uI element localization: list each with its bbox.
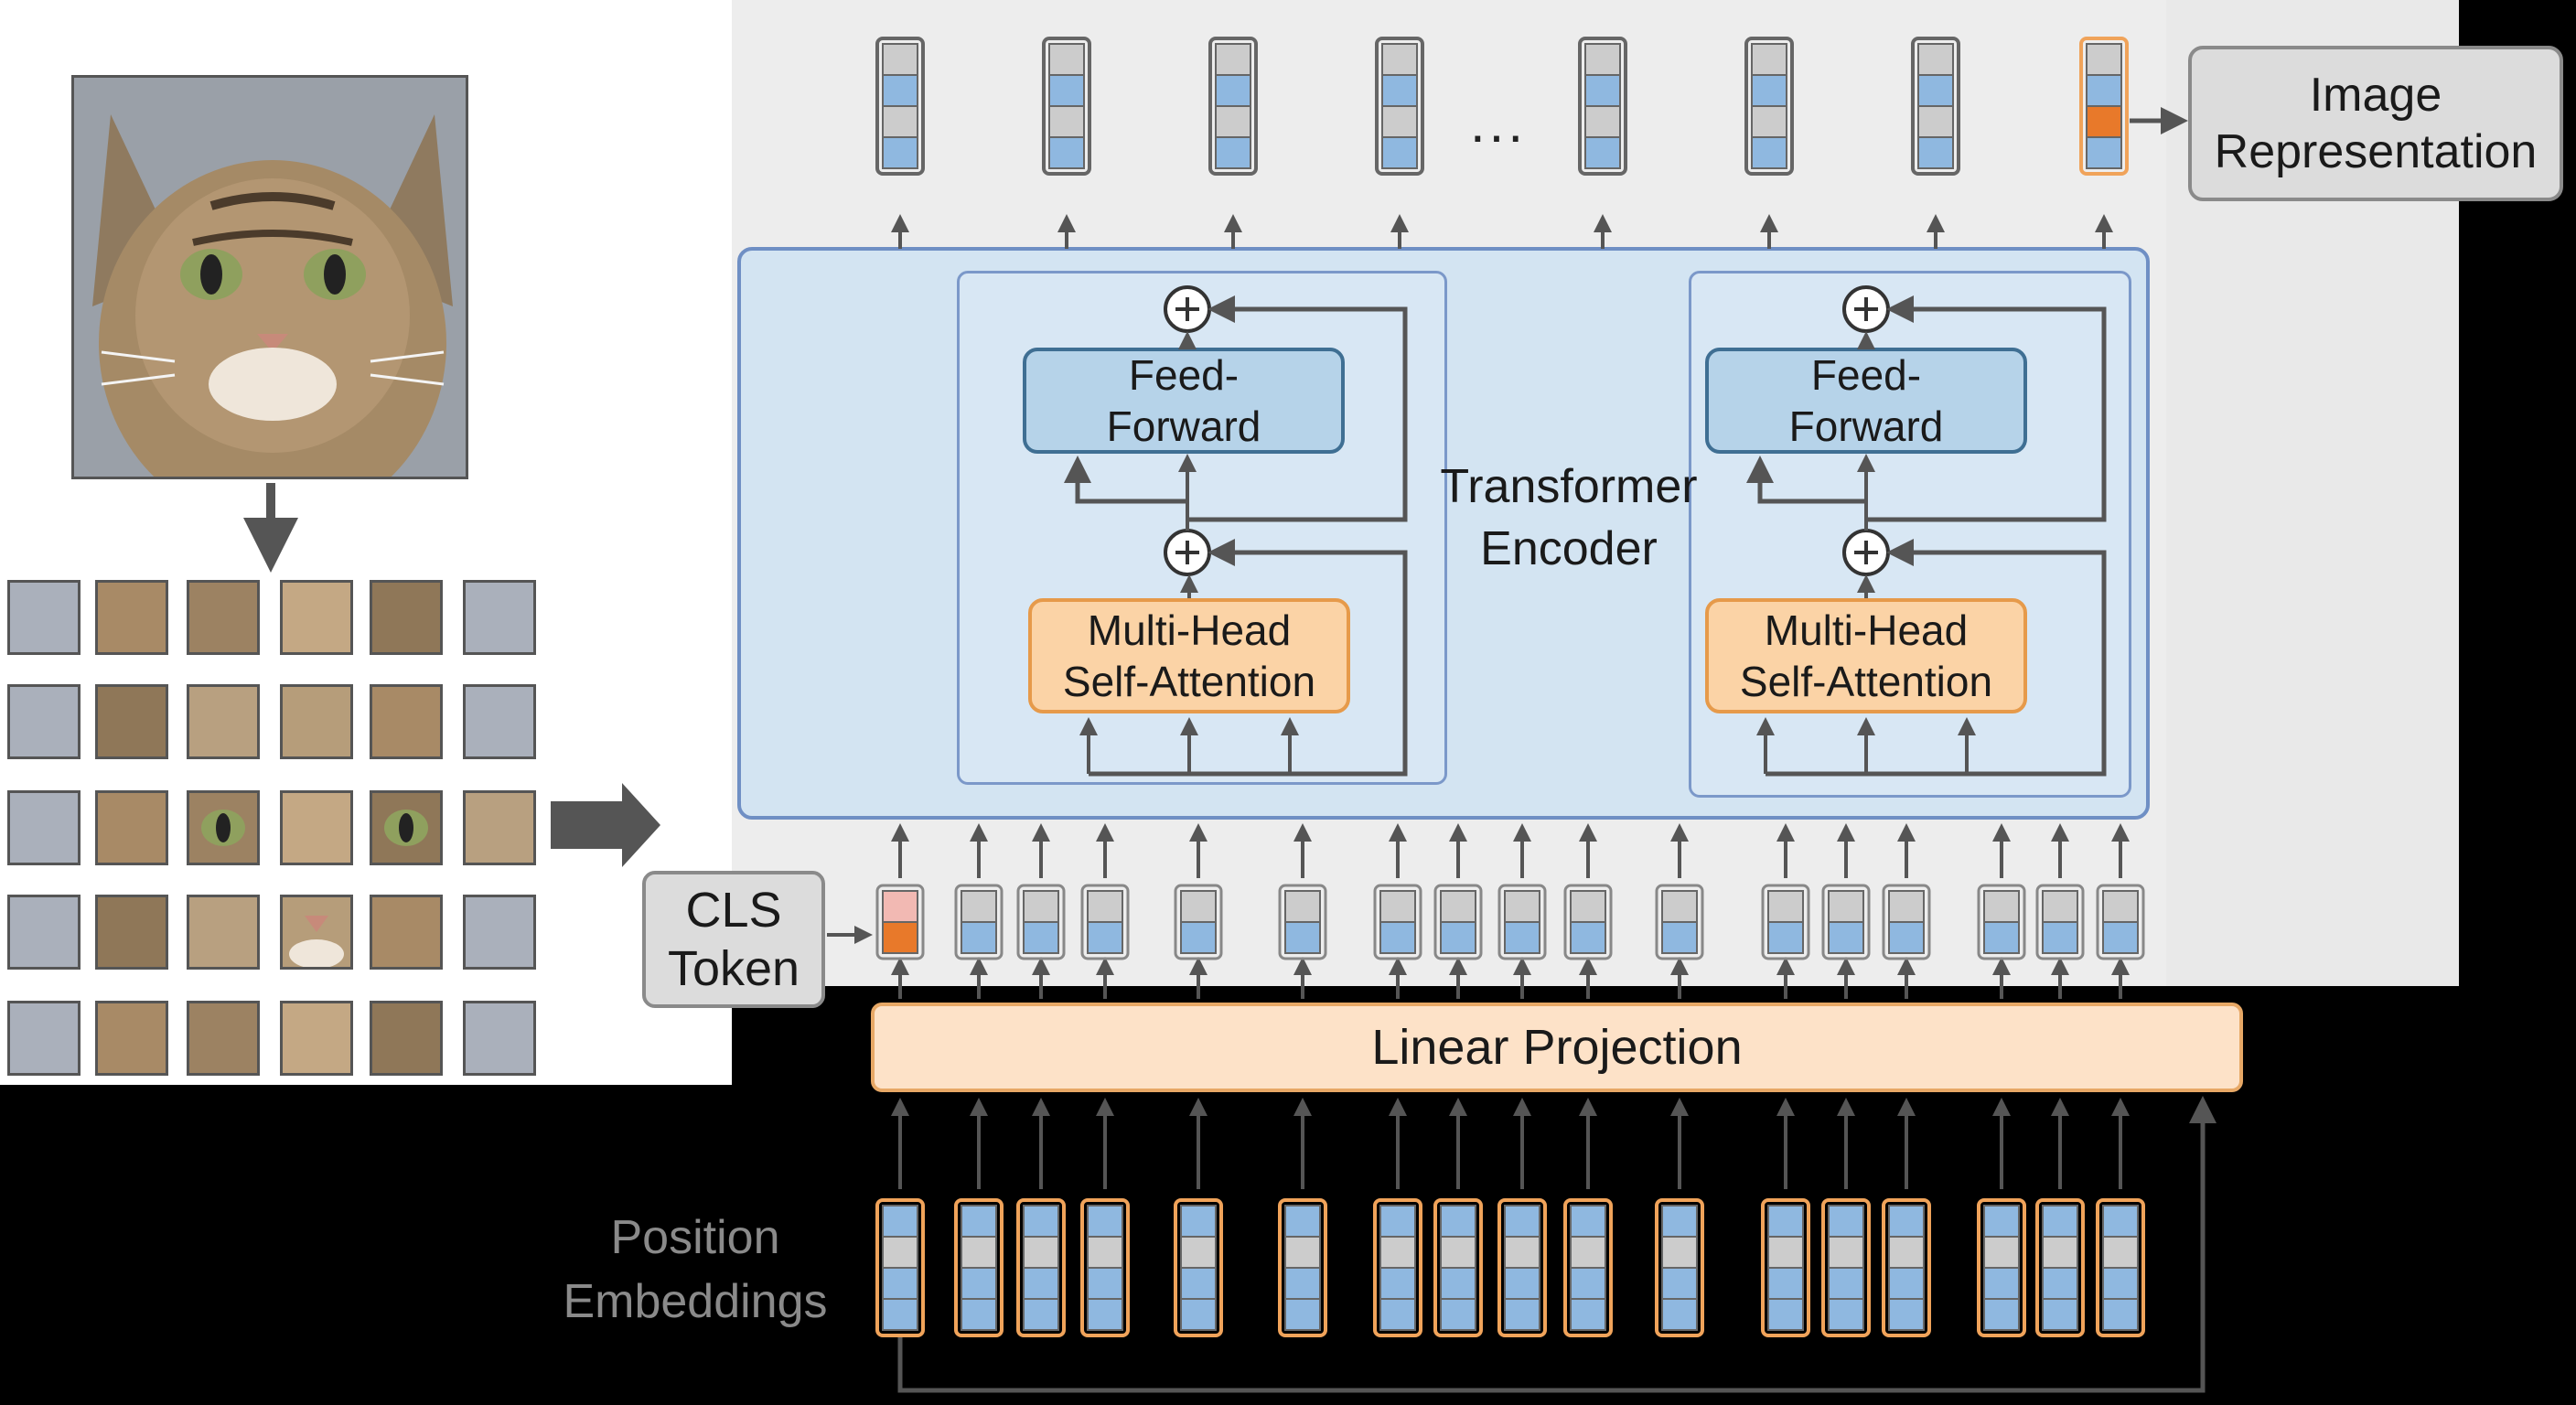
encoder-block-1-add-top: [1164, 285, 1211, 333]
patch-token: [1016, 884, 1066, 960]
mhsa-box-1: Multi-Head Self-Attention: [1028, 598, 1350, 713]
image-patch: [187, 580, 260, 655]
image-patch: [370, 684, 443, 759]
patch-token: [1655, 884, 1704, 960]
arrow-icon: [551, 783, 660, 867]
patch-token: [954, 884, 1004, 960]
image-patch: [463, 1001, 536, 1076]
connector-line: [1746, 456, 1866, 504]
image-representation-box: Image Representation: [2188, 46, 2563, 201]
image-patch: [280, 1001, 353, 1076]
image-patch: [463, 895, 536, 970]
patch-token: [1497, 884, 1547, 960]
connector-line: [1187, 295, 1408, 522]
image-patch: [463, 580, 536, 655]
position-embedding: [2035, 1198, 2085, 1337]
position-embedding: [1761, 1198, 1810, 1337]
position-embedding: [1977, 1198, 2026, 1337]
position-embedding: [1821, 1198, 1871, 1337]
output-token: [1375, 37, 1424, 176]
output-token-highlight: [2079, 37, 2129, 176]
patch-token: [1174, 884, 1223, 960]
image-patch: [280, 895, 353, 970]
cls-token-box: CLS Token: [642, 871, 825, 1008]
cat-photo: [71, 75, 468, 479]
connector-line: [1866, 539, 2107, 777]
patch-token: [1563, 884, 1613, 960]
linear-projection: Linear Projection: [871, 1003, 2243, 1092]
connector-line: [1064, 456, 1187, 504]
encoder-block-2-add-bottom: [1842, 529, 1890, 576]
cls-token: [875, 884, 925, 960]
image-patch: [95, 790, 168, 865]
position-embedding: [1016, 1198, 1066, 1337]
patch-token: [1278, 884, 1327, 960]
patch-token: [1821, 884, 1871, 960]
position-embedding: [1497, 1198, 1547, 1337]
image-patch: [280, 580, 353, 655]
image-patch: [95, 580, 168, 655]
transformer-encoder-label: Transformer Encoder: [1440, 460, 1698, 575]
image-patch: [463, 684, 536, 759]
image-patch: [7, 684, 80, 759]
connector-line: [1189, 539, 1408, 777]
image-patch: [280, 790, 353, 865]
image-patch: [95, 1001, 168, 1076]
output-token: [875, 37, 925, 176]
output-token: [1578, 37, 1627, 176]
position-embedding: [1563, 1198, 1613, 1337]
feed-forward-box-1: Feed- Forward: [1023, 348, 1345, 454]
image-patch: [7, 790, 80, 865]
position-embedding: [1174, 1198, 1223, 1337]
image-patch: [7, 895, 80, 970]
patch-token: [1373, 884, 1422, 960]
image-patch: [187, 684, 260, 759]
position-embedding: [1373, 1198, 1422, 1337]
image-patch: [280, 684, 353, 759]
position-embedding: [1080, 1198, 1130, 1337]
encoder-block-1-add-bottom: [1164, 529, 1211, 576]
position-embeddings-label: Position Embeddings: [563, 1211, 828, 1328]
output-token: [1911, 37, 1960, 176]
mhsa-box-2: Multi-Head Self-Attention: [1705, 598, 2027, 713]
patch-token: [2096, 884, 2145, 960]
patch-token: [1433, 884, 1483, 960]
position-embedding: [2096, 1198, 2145, 1337]
patch-token: [1977, 884, 2026, 960]
image-patch: [187, 790, 260, 865]
image-patch: [187, 1001, 260, 1076]
patch-token: [1080, 884, 1130, 960]
image-patch: [7, 580, 80, 655]
patch-token: [1761, 884, 1810, 960]
position-embedding: [1655, 1198, 1704, 1337]
image-patch: [95, 684, 168, 759]
patch-token: [2035, 884, 2085, 960]
image-patch: [7, 1001, 80, 1076]
image-patch: [370, 895, 443, 970]
image-patch: [370, 790, 443, 865]
output-token: [1042, 37, 1091, 176]
position-embedding: [954, 1198, 1004, 1337]
image-patch: [187, 895, 260, 970]
position-embedding: [1433, 1198, 1483, 1337]
output-ellipsis: ...: [1469, 92, 1527, 154]
position-embedding: [1882, 1198, 1931, 1337]
output-token: [1208, 37, 1258, 176]
output-token: [1744, 37, 1794, 176]
image-patch: [463, 790, 536, 865]
position-embedding: [875, 1198, 925, 1337]
connector-line: [897, 1096, 2216, 1393]
image-patch: [95, 895, 168, 970]
encoder-block-2-add-top: [1842, 285, 1890, 333]
connector-line: [1866, 295, 2107, 522]
image-patch: [370, 580, 443, 655]
position-embedding: [1278, 1198, 1327, 1337]
image-patch: [370, 1001, 443, 1076]
patch-token: [1882, 884, 1931, 960]
feed-forward-box-2: Feed- Forward: [1705, 348, 2027, 454]
